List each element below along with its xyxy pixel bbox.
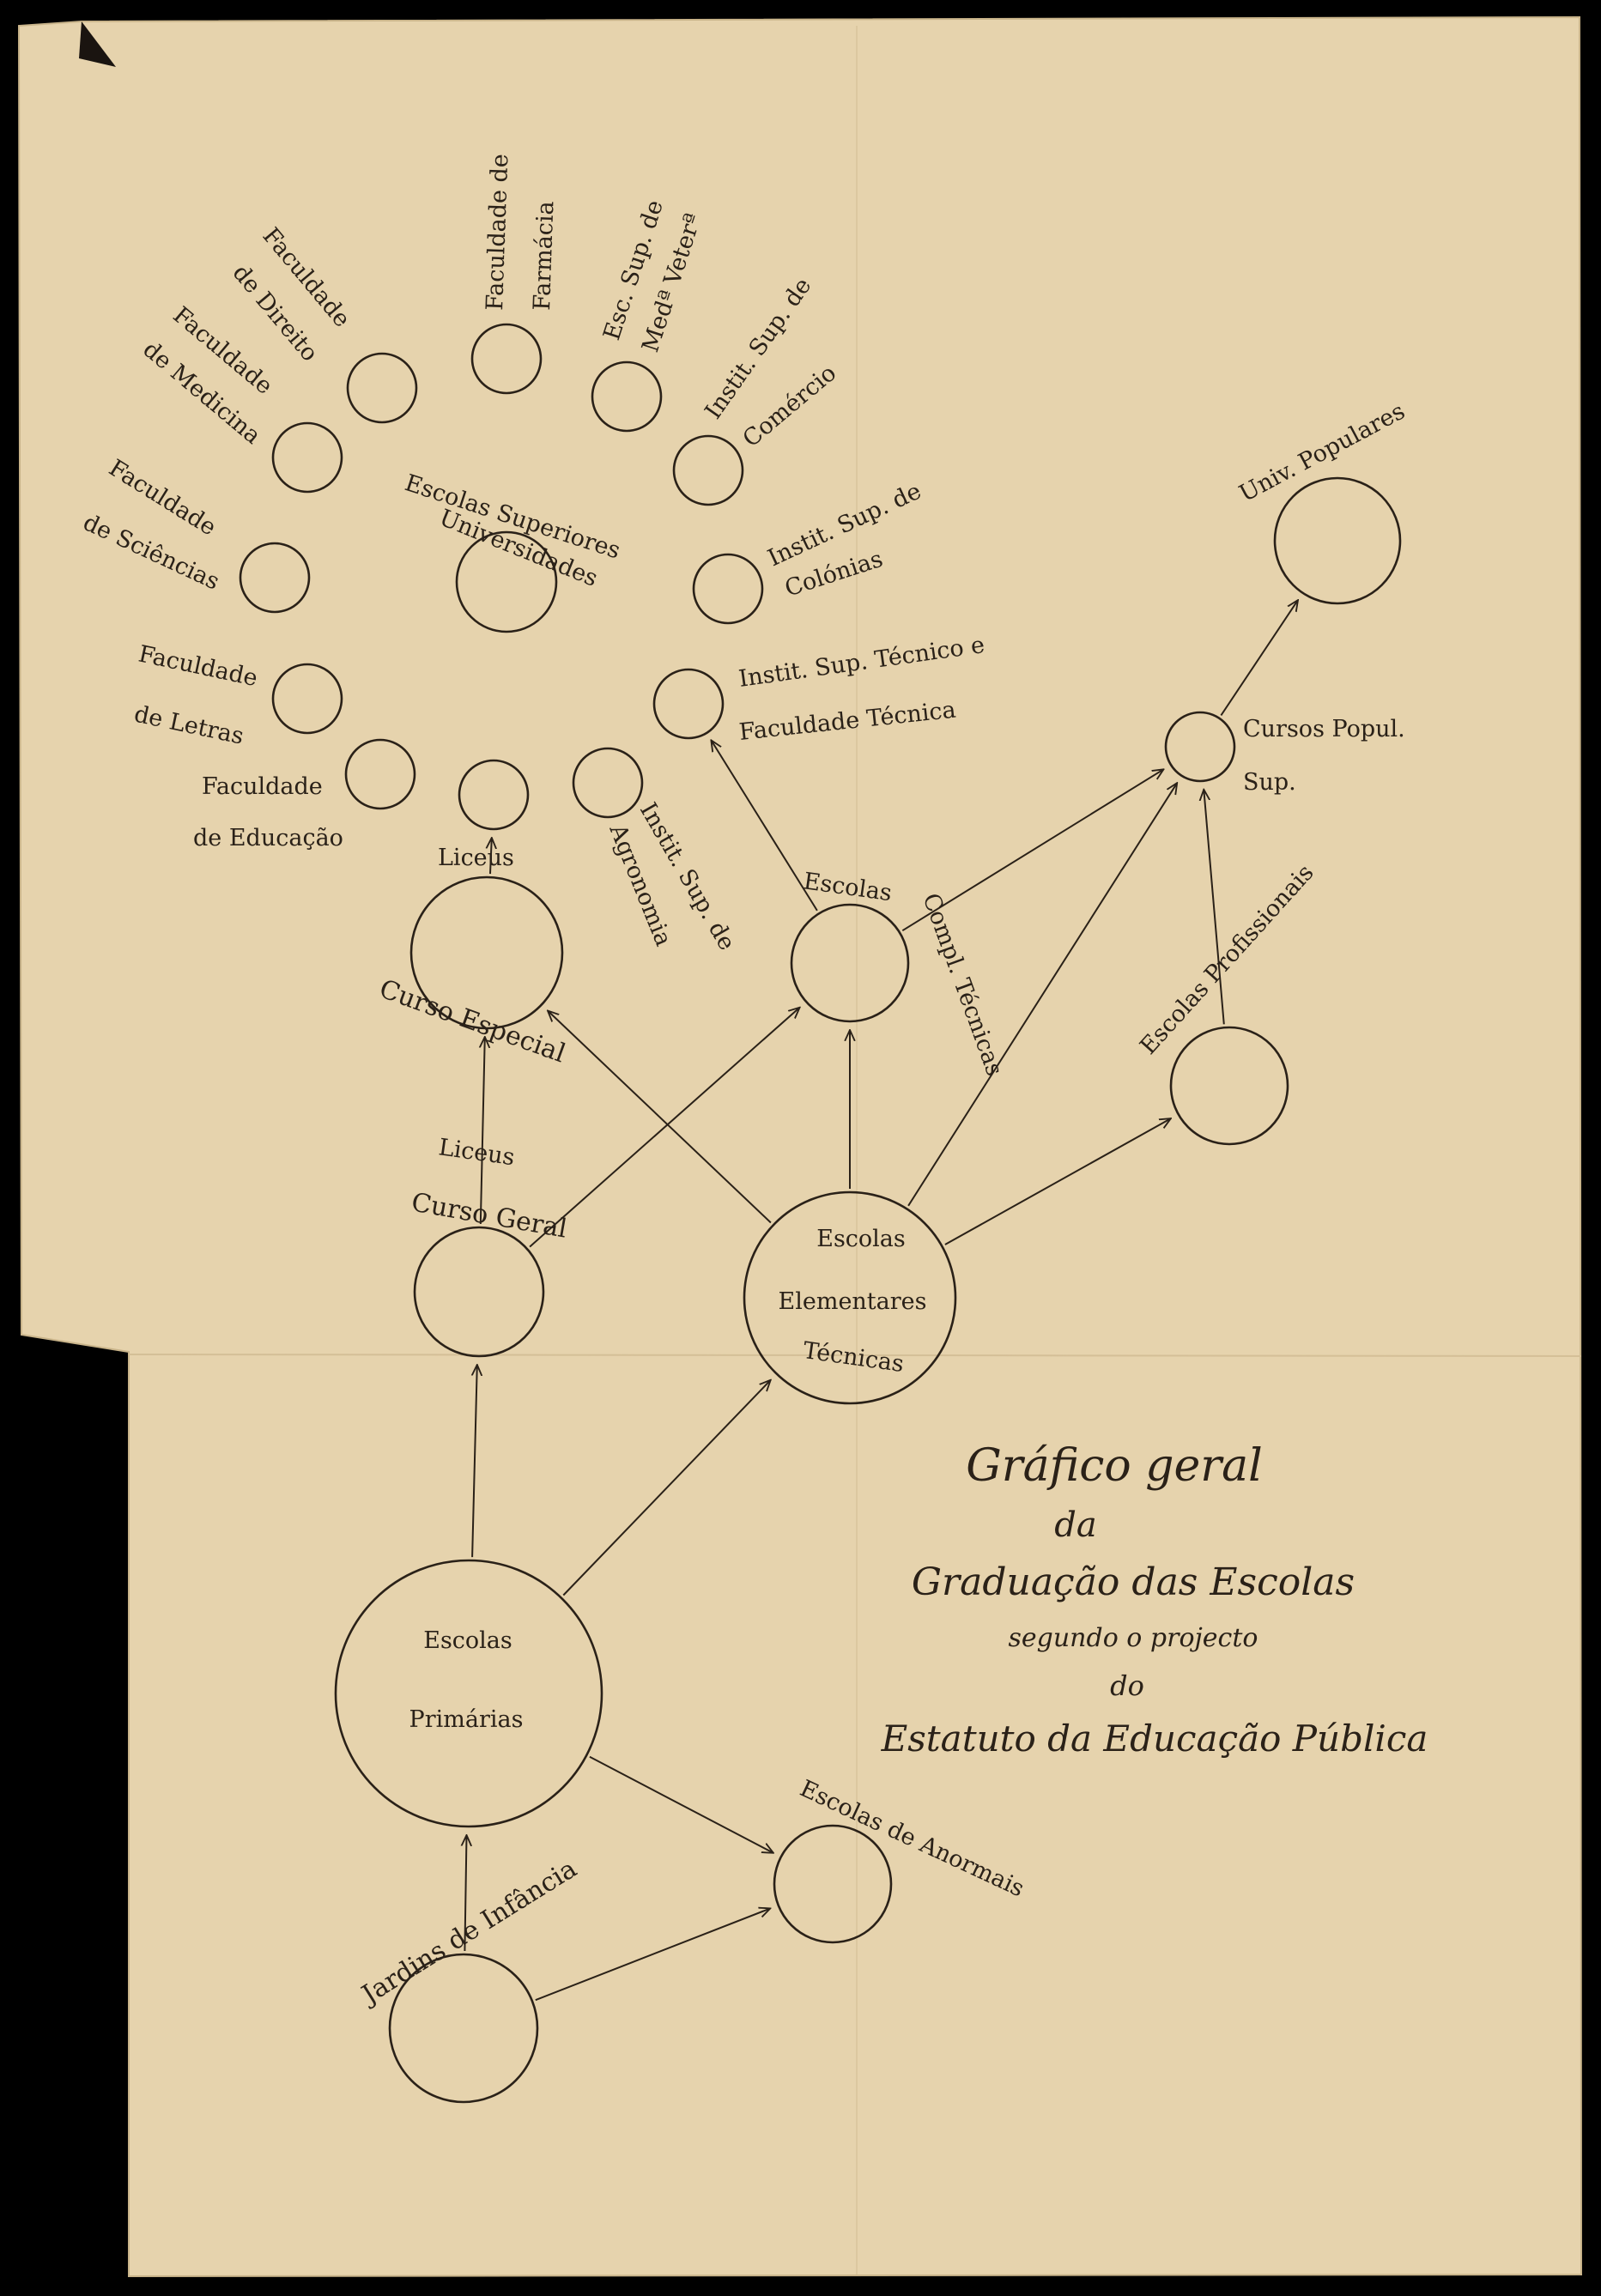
- label-liceus-especial-1: Liceus: [438, 845, 514, 871]
- node-escolas-profissionais: [1169, 1026, 1289, 1146]
- label-escolas-elementares-2: Elementares: [779, 1288, 927, 1315]
- node-universidades: [455, 530, 558, 633]
- node-fac-medicina: [271, 421, 343, 494]
- edge-escolas-elementares-to-cursos-popul: [907, 783, 1177, 1207]
- node-inst-colonias: [692, 553, 764, 625]
- node-cursos-popul: [1164, 711, 1236, 783]
- label-escolas-primarias-1: Escolas: [423, 1627, 512, 1654]
- edge-cursos-popul-to-univ-populares: [1220, 600, 1298, 716]
- edge-liceus-geral-to-escolas-compl: [529, 1008, 800, 1248]
- node-esc-veterinaria: [591, 360, 663, 433]
- paper-sheet: [17, 15, 1583, 2278]
- node-escolas-elementares: [743, 1190, 957, 1405]
- paper-fold-crease: [128, 1354, 1582, 1357]
- label-cursos-popul-1: Cursos Popul.: [1243, 716, 1405, 742]
- title-line5: do: [1110, 1669, 1144, 1702]
- edge-escolas-profissionais-to-cursos-popul: [1204, 790, 1225, 1025]
- edge-escolas-primarias-to-escolas-anormais: [589, 1755, 773, 1853]
- node-jardins-infancia: [388, 1953, 539, 2104]
- edges-layer: [464, 600, 1298, 2002]
- node-fac-farmacia: [470, 323, 543, 395]
- edge-escolas-elementares-to-escolas-profissionais: [944, 1118, 1171, 1245]
- node-liceus-small: [458, 759, 530, 831]
- label-fac-farmacia-1: Faculdade de: [482, 154, 513, 312]
- node-liceus-geral: [413, 1226, 545, 1358]
- title-line3: Graduação das Escolas: [912, 1560, 1355, 1604]
- node-inst-tecnico: [652, 668, 725, 740]
- label-fac-farmacia-2: Farmácia: [529, 201, 559, 311]
- node-fac-educacao: [344, 738, 416, 810]
- label-cursos-popul-2: Sup.: [1243, 769, 1296, 796]
- edge-escolas-compl-to-cursos-popul: [901, 769, 1163, 932]
- label-fac-educacao-1: Faculdade: [202, 773, 323, 800]
- edge-jardins-infancia-to-escolas-primarias: [464, 1835, 466, 1952]
- node-fac-direito: [346, 352, 418, 424]
- edge-escolas-primarias-to-escolas-elementares: [562, 1380, 770, 1596]
- edge-escolas-compl-to-inst-tecnico: [711, 740, 818, 912]
- label-escolas-elementares-1: Escolas: [816, 1226, 906, 1252]
- title-line1: Gráfico geral: [966, 1440, 1263, 1492]
- edge-liceus-geral-to-liceus-especial: [481, 1037, 485, 1225]
- label-fac-educacao-2: de Educação: [193, 825, 343, 851]
- nodes-layer: [239, 323, 1402, 2104]
- node-escolas-anormais: [773, 1824, 893, 1944]
- node-escolas-compl: [790, 903, 910, 1023]
- node-inst-comercio: [672, 434, 744, 506]
- title-line4: segundo o projecto: [1009, 1623, 1258, 1653]
- label-escolas-primarias-2: Primárias: [409, 1706, 524, 1733]
- paper-corner-fold: [79, 21, 116, 67]
- edge-escolas-elementares-to-liceus-especial: [548, 1011, 772, 1224]
- edge-jardins-infancia-to-escolas-anormais: [535, 1908, 771, 2002]
- title-line2: da: [1054, 1505, 1096, 1545]
- node-liceus-especial: [409, 875, 564, 1030]
- node-fac-letras: [271, 663, 343, 735]
- node-escolas-primarias: [334, 1559, 603, 1828]
- node-fac-ciencias: [239, 542, 311, 614]
- edge-escolas-primarias-to-liceus-geral: [472, 1365, 477, 1558]
- edge-liceus-especial-to-liceus-small: [490, 838, 492, 875]
- node-univ-populares: [1273, 476, 1402, 605]
- node-inst-agronomia: [572, 747, 644, 819]
- title-line6: Estatuto da Educação Pública: [881, 1717, 1428, 1760]
